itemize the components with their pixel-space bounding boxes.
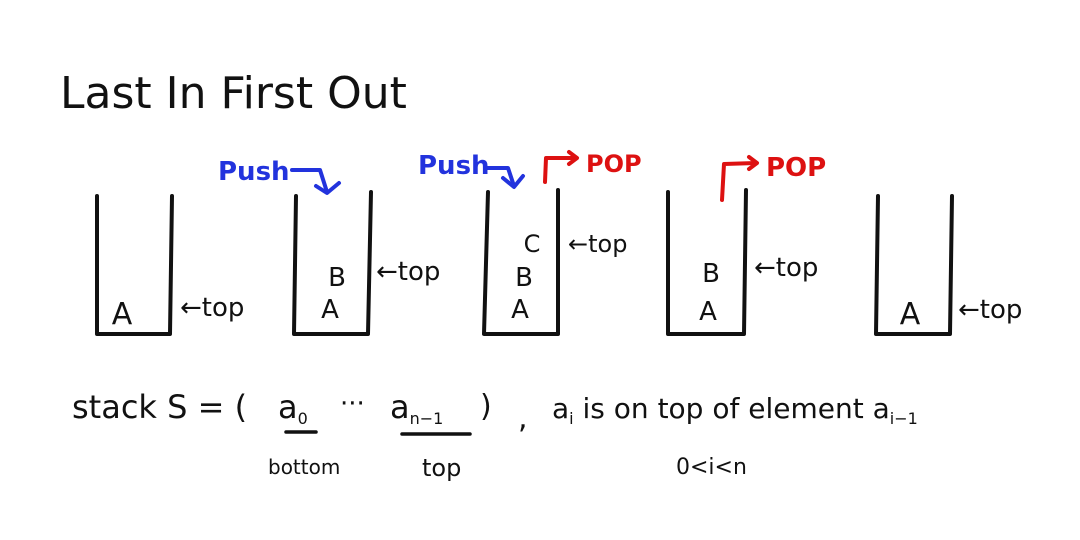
formula-a0: a0 <box>278 388 308 428</box>
formula-bottom-label: bottom <box>268 455 340 479</box>
stack-4-pop-arrow-icon <box>720 161 758 202</box>
formula-close-paren: ) <box>480 389 492 424</box>
stack-4-container <box>666 188 748 336</box>
stack-5-container <box>874 194 954 336</box>
stack-2-push-arrow-icon <box>290 168 329 194</box>
formula-an: an−1 <box>390 388 443 428</box>
stack-4-pop-label: POP <box>766 153 826 183</box>
stack-4-top-label: ←top <box>754 253 818 283</box>
stack-4-pop-arrowhead-icon <box>747 155 759 171</box>
stack-3-pop-arrowhead-icon <box>567 150 579 166</box>
stack-3-push-arrow-icon <box>483 166 516 188</box>
stack-2: A B ←top Push <box>218 157 440 336</box>
stack-4-item-a: A <box>699 297 717 327</box>
stack-2-push-arrowhead-icon <box>314 181 341 195</box>
stack-5-item-a: A <box>900 297 921 332</box>
stack-1-container <box>95 194 174 336</box>
formula-top-label: top <box>422 454 461 482</box>
formula-condition: 0<i<n <box>676 455 747 480</box>
stack-2-push-label: Push <box>218 157 290 187</box>
formula: stack S = ( a0 ··· an−1 ) , ai is on top… <box>72 388 918 482</box>
stack-3-item-a: A <box>511 295 529 325</box>
stack-3-pop-arrow-icon <box>543 156 578 184</box>
stack-4: A B ←top POP <box>666 153 826 336</box>
diagram-title: Last In First Out <box>60 68 407 119</box>
stack-5: A ←top <box>874 194 1022 336</box>
stack-3-item-c: C <box>524 230 541 258</box>
formula-description: ai is on top of element ai−1 <box>552 392 918 428</box>
stack-3-container <box>482 188 560 336</box>
stack-4-item-b: B <box>702 259 720 289</box>
stack-1: A ←top <box>95 194 244 336</box>
stack-3-top-label: ←top <box>568 230 627 258</box>
stack-2-top-label: ←top <box>376 257 440 287</box>
formula-comma: , <box>518 401 528 436</box>
stack-1-item-a: A <box>112 297 133 332</box>
stack-2-container <box>292 190 373 336</box>
formula-dots: ··· <box>340 389 365 419</box>
stack-3: A B C ←top Push POP <box>418 150 642 336</box>
stack-3-pop-label: POP <box>586 150 642 178</box>
stack-2-item-a: A <box>321 295 339 325</box>
stack-3-push-label: Push <box>418 151 490 181</box>
stack-3-push-arrowhead-icon <box>501 174 525 189</box>
formula-lhs: stack S = ( <box>72 388 247 426</box>
stack-5-top-label: ←top <box>958 295 1022 325</box>
stack-2-item-b: B <box>328 263 346 293</box>
stack-1-top-label: ←top <box>180 293 244 323</box>
stack-3-item-b: B <box>515 263 533 293</box>
